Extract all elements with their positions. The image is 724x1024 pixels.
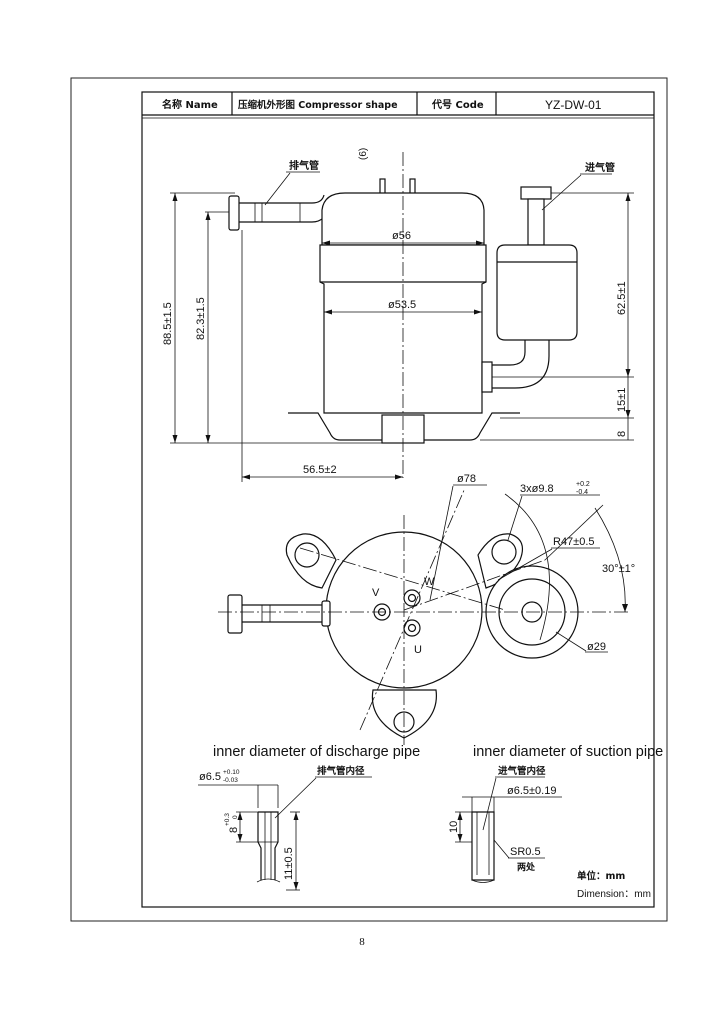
- title-name-value: 压缩机外形图 Compressor shape: [238, 99, 398, 111]
- discharge-length: 11±0.5: [283, 847, 295, 880]
- discharge-pipe: [239, 194, 331, 223]
- discharge-detail-heading: inner diameter of discharge pipe: [213, 744, 420, 760]
- dim-discharge-height: 82.3±1.5: [195, 297, 207, 340]
- dim-mount-radius: R47±0.5: [553, 536, 595, 548]
- dim-mount-holes-lower: -0.4: [576, 489, 588, 496]
- suction-cn-label: 进气管内径: [498, 765, 546, 777]
- dim-mount-holes-upper: +0.2: [576, 481, 590, 488]
- discharge-pipe-detail: inner diameter of discharge pipe ø6.5 +0…: [198, 744, 420, 891]
- discharge-cn-label: 排气管内径: [317, 765, 365, 777]
- discharge-inner-diameter-lower: -0.03: [223, 777, 238, 784]
- page-number: 8: [359, 936, 365, 948]
- suction-pipe-collar: [481, 361, 493, 393]
- dim-mount-circle: ø78: [457, 473, 476, 485]
- units-en: Dimension：mm: [577, 889, 651, 900]
- dim-overall-height: 88.5±1.5: [162, 302, 174, 345]
- outer-frame: [70, 77, 668, 922]
- dim-suction-height: 62.5±1: [616, 281, 628, 315]
- discharge-inner-diameter: ø6.5: [199, 771, 221, 783]
- suction-depth: 10: [448, 821, 460, 833]
- discharge-pipe-label: 排气管: [289, 159, 319, 172]
- dim-body-diameter: ø53.5: [388, 299, 416, 311]
- dim-discharge-offset: 56.5±2: [303, 464, 337, 476]
- suction-elbow: [486, 340, 550, 389]
- accumulator-cap: [520, 186, 552, 200]
- accumulator-inlet: [527, 198, 545, 246]
- terminal-u-label: U: [414, 644, 422, 656]
- discharge-pipe-flange: [228, 195, 240, 231]
- suction-inner-diameter: ø6.5±0.19: [507, 785, 556, 797]
- front-view: ø56 ø53.5 (6) 排气管 进气管 88.5±1.5 82.3±1.5: [162, 148, 634, 482]
- discharge-depth-upper: +0.3: [224, 813, 231, 826]
- title-block: 名称 Name 压缩机外形图 Compressor shape 代号 Code …: [142, 92, 654, 119]
- accumulator-body: [496, 244, 578, 341]
- suction-pipe-detail: inner diameter of suction pipe 进气管内径 ø6.…: [448, 744, 663, 883]
- dim-mount-angle: 30°±1°: [602, 563, 635, 575]
- terminal-v-label: V: [372, 587, 380, 599]
- suction-edge-radius: SR0.5: [510, 846, 541, 858]
- title-code-value: YZ-DW-01: [545, 98, 602, 112]
- dim-terminal-height: (6): [358, 148, 369, 160]
- dim-mount-holes: 3xø9.8: [520, 483, 554, 495]
- inner-frame: [141, 91, 655, 908]
- top-view: V W U ø78 3xø9.8 +0.2 -0.4 R47±0.5 30°±1…: [218, 473, 635, 745]
- discharge-depth-lower: 0: [232, 815, 239, 819]
- suction-edge-note: 两处: [517, 861, 536, 873]
- discharge-inner-diameter-upper: +0.10: [223, 769, 240, 776]
- dim-shell-diameter: ø56: [392, 230, 411, 242]
- discharge-depth: 8: [228, 827, 240, 833]
- units-cn: 单位：mm: [577, 870, 625, 882]
- terminal-w-label: W: [424, 576, 435, 588]
- title-code-label: 代号 Code: [431, 98, 484, 111]
- discharge-pipe-top-flange: [227, 594, 243, 634]
- dim-accumulator-diameter: ø29: [587, 641, 606, 653]
- suction-detail-heading: inner diameter of suction pipe: [473, 744, 663, 760]
- dim-base-height: 8: [616, 431, 628, 437]
- dim-suction-offset: 15±1: [616, 388, 628, 412]
- suction-pipe-label: 进气管: [585, 161, 615, 174]
- mounting-ear-left: [285, 533, 337, 589]
- title-name-label: 名称 Name: [162, 98, 218, 111]
